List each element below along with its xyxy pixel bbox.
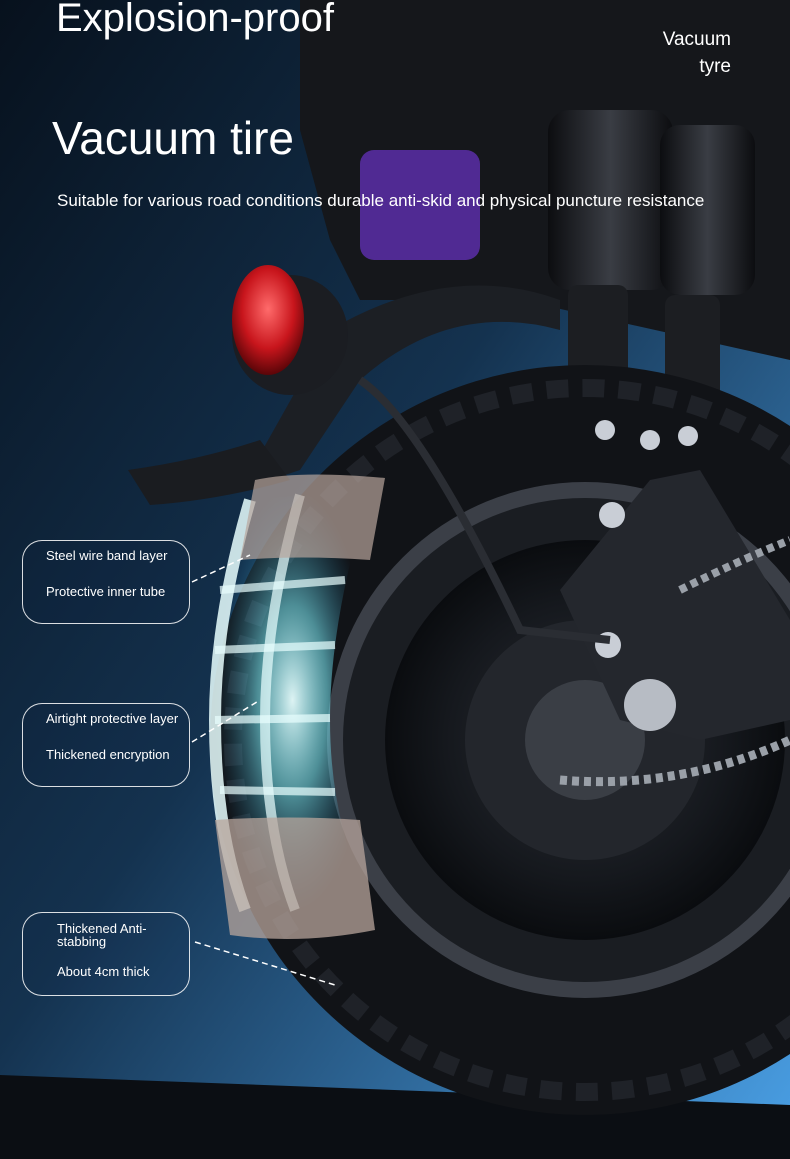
shock-absorber-right — [660, 125, 755, 295]
callout-1-line-1: Steel wire band layer — [46, 548, 168, 563]
shock-absorber-left — [548, 110, 673, 290]
ground — [0, 1075, 790, 1159]
callout-2-line-2: Thickened encryption — [46, 747, 170, 762]
callout-3-line-1: Thickened Anti- — [57, 921, 147, 936]
page-title: Vacuum tire — [52, 112, 295, 164]
heading: Explosion-proof — [56, 0, 334, 40]
callout-airtight-layer: Airtight protective layer Thickened encr… — [22, 703, 190, 787]
swing-arm — [560, 470, 790, 740]
tail-light — [232, 265, 304, 375]
leader-line-2 — [191, 699, 261, 743]
leader-line-1 — [191, 554, 251, 583]
leader-line-3 — [194, 941, 336, 986]
callout-3-line-1b: stabbing — [57, 934, 107, 949]
callout-1-line-2: Protective inner tube — [46, 584, 166, 599]
corner-label-line-1: Vacuum — [662, 29, 731, 50]
tire-cross-section-glow — [215, 490, 370, 910]
brace-rod — [357, 376, 611, 644]
corner-label: Vacuum tyre — [621, 26, 731, 80]
mudguard — [240, 285, 560, 490]
chain — [559, 735, 790, 787]
callout-steel-wire: Steel wire band layer Protective inner t… — [22, 540, 190, 624]
callout-anti-stabbing: Thickened Anti- stabbing About 4cm thick — [22, 912, 190, 996]
callout-2-line-1: Airtight protective layer — [46, 711, 179, 726]
callout-3-line-2: About 4cm thick — [57, 964, 150, 979]
subtitle: Suitable for various road conditions dur… — [57, 191, 705, 210]
purple-spring-left — [360, 150, 480, 260]
corner-label-line-2: tyre — [699, 56, 731, 77]
